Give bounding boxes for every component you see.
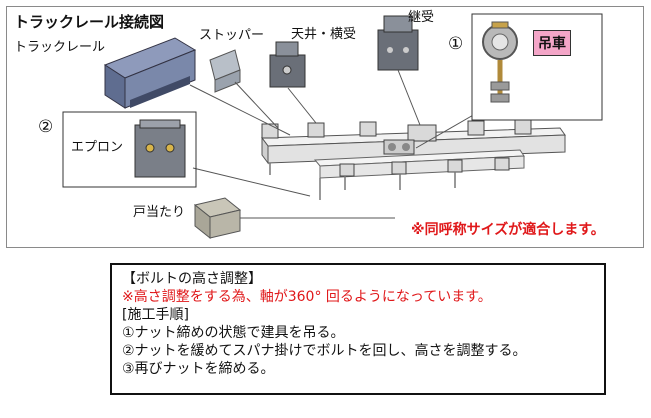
marker-one: ① (448, 34, 464, 54)
label-door-stop: 戸当たり (133, 205, 186, 220)
label-track-rail: トラックレール (14, 40, 106, 55)
procedure-heading: [施工手順] (122, 307, 189, 323)
apron-part (134, 119, 186, 178)
leader-lines (189, 69, 483, 219)
door-stop-part (193, 197, 242, 240)
instructions-heading: 【ボルトの高さ調整】 (122, 271, 262, 287)
procedure-step-1: ①ナット締めの状態で建具を吊る。 (122, 325, 345, 341)
diagram-title: トラックレール接続図 (14, 13, 165, 31)
ceiling-bracket-part (269, 41, 306, 88)
procedure-step-2: ②ナットを緩めてスパナ掛けでボルトを回し、高さを調整する。 (122, 343, 527, 359)
rail-assembly (261, 119, 566, 200)
marker-two: ② (38, 117, 54, 137)
compatibility-note: ※同呼称サイズが適合します。 (411, 222, 605, 238)
hanger-wheel-part (482, 21, 518, 103)
label-hanger: 吊車 (533, 30, 571, 56)
diagram-frame (6, 6, 644, 248)
label-ceiling-side: 天井・横受 (291, 27, 357, 42)
instructions-box: 【ボルトの高さ調整】 ※高さ調整をする為、軸が360° 回るようになっています。… (110, 263, 606, 395)
joint-bracket-part (377, 15, 419, 71)
instructions-warning: ※高さ調整をする為、軸が360° 回るようになっています。 (122, 289, 492, 305)
stopper-part (209, 49, 241, 93)
track-rail-part (103, 37, 197, 109)
procedure-step-3: ③再びナットを締める。 (122, 361, 275, 377)
label-apron: エプロン (71, 140, 124, 155)
label-joint: 継受 (408, 10, 435, 25)
track-rail-diagram (62, 13, 603, 240)
label-stopper: ストッパー (199, 28, 265, 43)
